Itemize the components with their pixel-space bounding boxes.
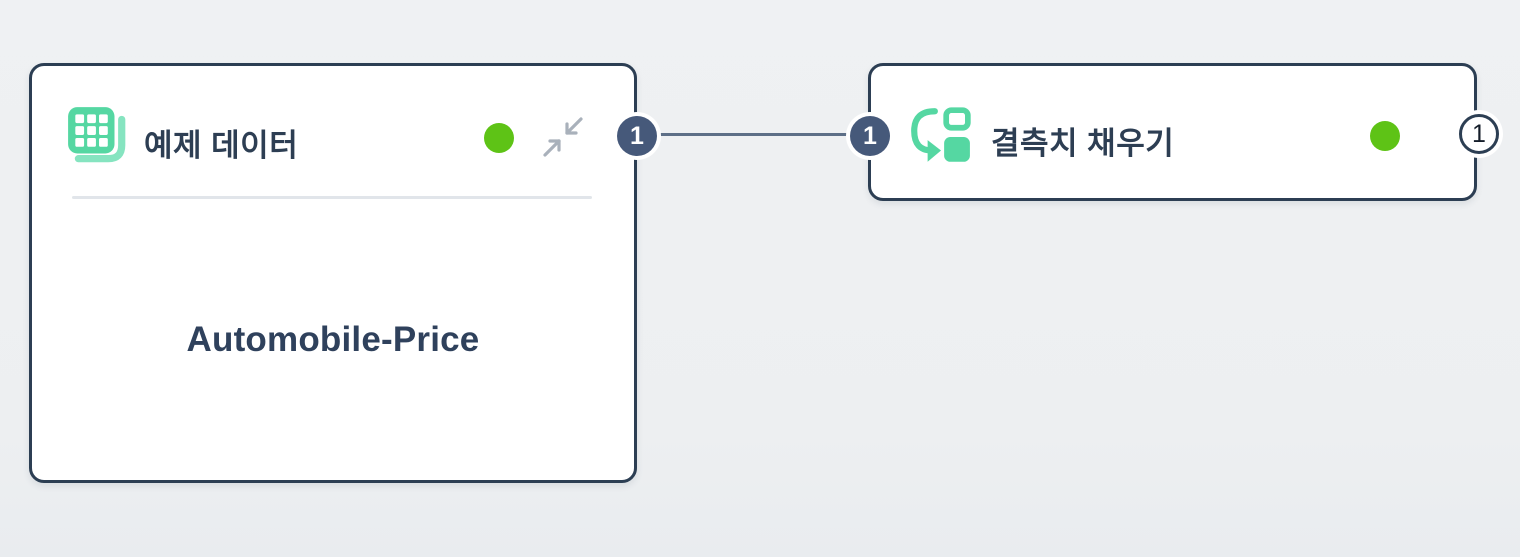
table-icon (65, 104, 131, 170)
node-body: Automobile-Price (32, 199, 634, 480)
node-title: 예제 데이터 (144, 128, 299, 163)
output-port[interactable]: 1 (617, 116, 657, 156)
collapse-icon[interactable] (542, 116, 584, 158)
transform-icon (907, 103, 973, 169)
header-divider (72, 196, 592, 199)
node-fill-missing-values[interactable]: 1 결측치 채우기 1 (850, 63, 1499, 201)
status-dot (484, 123, 514, 153)
output-port[interactable]: 1 (1459, 114, 1499, 154)
edge-connector[interactable] (637, 133, 868, 136)
dataset-name: Automobile-Price (186, 319, 480, 359)
node-title: 결측치 채우기 (991, 126, 1175, 161)
status-dot (1370, 121, 1400, 151)
node-example-data[interactable]: 예제 데이터 Automobile-Price 1 (29, 63, 657, 483)
input-port[interactable]: 1 (850, 116, 890, 156)
